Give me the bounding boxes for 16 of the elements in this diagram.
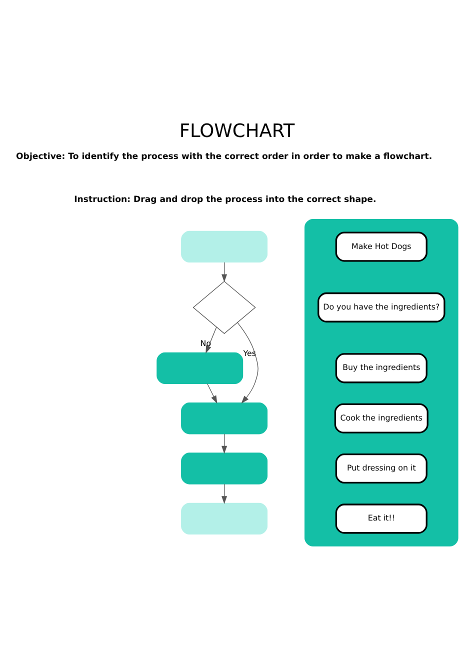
cluster: [304, 218, 458, 546]
node-box: [181, 402, 268, 434]
node-box: [181, 230, 268, 262]
arrow: [237, 322, 258, 404]
node-box: [181, 502, 268, 534]
label: Instruction: Drag and drop the process into the correct shape.: [74, 194, 376, 204]
arrow: [206, 326, 217, 353]
node-box: [181, 452, 268, 484]
arrow: [207, 382, 218, 404]
diagram-title: FLOWCHART: [179, 120, 295, 142]
node-box: [156, 352, 244, 384]
arrow: [222, 433, 228, 454]
arrow: [222, 262, 228, 282]
arrow: [222, 483, 228, 504]
node-diamond: [192, 280, 256, 334]
label: Objective: To identify the process with the correct order in order to make a flowchart.: [16, 151, 432, 162]
